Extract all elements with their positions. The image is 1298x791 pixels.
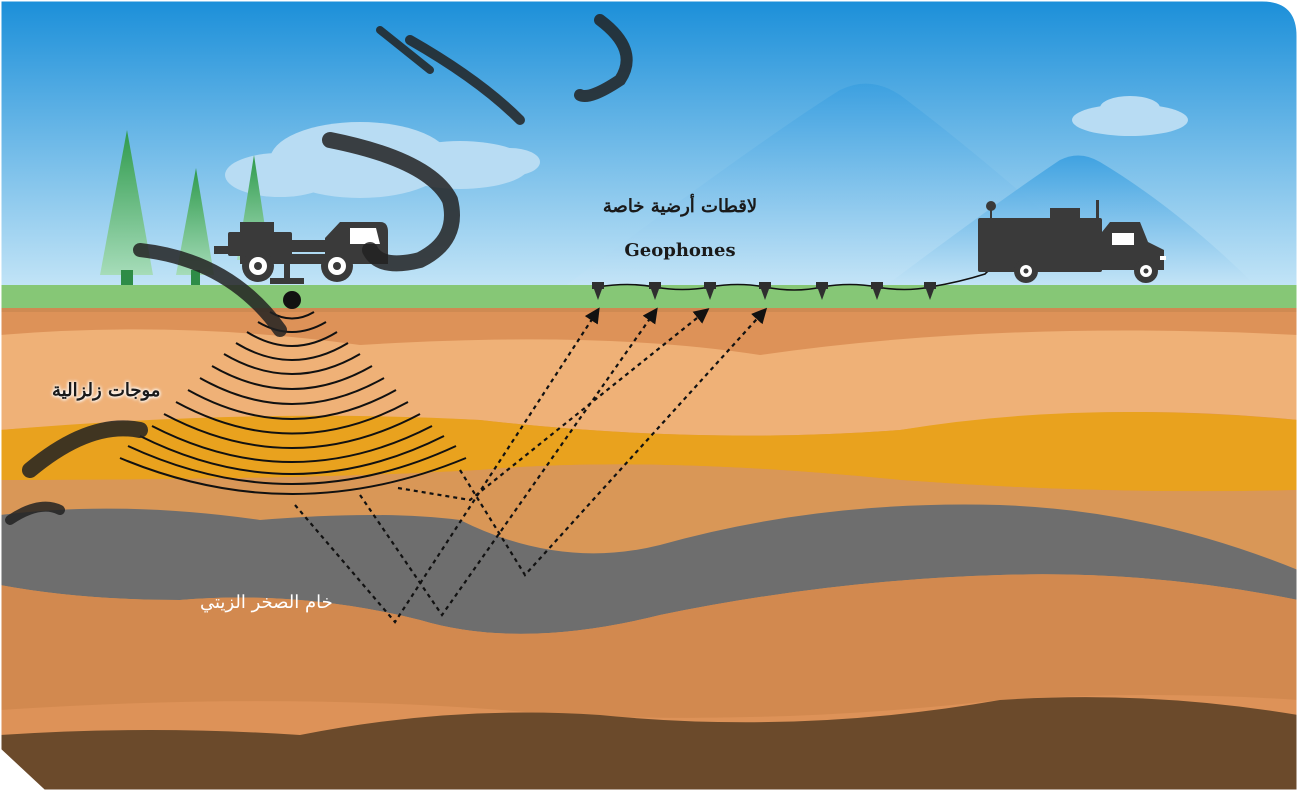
geophone-sensors bbox=[592, 282, 936, 300]
seismic-source-point bbox=[283, 291, 301, 309]
seismic-wave-fronts bbox=[119, 311, 467, 495]
geophone-sensor bbox=[649, 282, 661, 300]
geophones-arabic-label: لاقطات أرضية خاصة bbox=[602, 196, 758, 217]
oil-shale-label: خام الصخر الزيتي bbox=[200, 592, 333, 613]
cloud-left bbox=[225, 122, 540, 198]
ground-surface bbox=[0, 285, 1298, 310]
cloud-right bbox=[1072, 96, 1188, 136]
geophone-sensor bbox=[592, 282, 604, 300]
oil-shale-layer bbox=[0, 504, 1298, 634]
geophone-sensor bbox=[924, 282, 936, 300]
geophone-sensor bbox=[816, 282, 828, 300]
seismic-waves-label: موجات زلزالية bbox=[52, 380, 161, 401]
tree bbox=[176, 168, 214, 275]
geophones-english-label: Geophones bbox=[624, 240, 736, 261]
geophone-sensor bbox=[759, 282, 771, 300]
soil-lower-layer bbox=[0, 574, 1298, 718]
vibroseis-truck bbox=[214, 222, 388, 284]
watermark-strokes bbox=[5, 14, 633, 525]
geophone-sensor bbox=[871, 282, 883, 300]
reflected-ray-paths bbox=[294, 307, 768, 624]
recording-truck bbox=[978, 200, 1166, 283]
geophone-sensor bbox=[704, 282, 716, 300]
tree bbox=[100, 130, 153, 275]
soil-light-layer bbox=[0, 329, 1298, 436]
bedrock-layer bbox=[0, 697, 1298, 791]
